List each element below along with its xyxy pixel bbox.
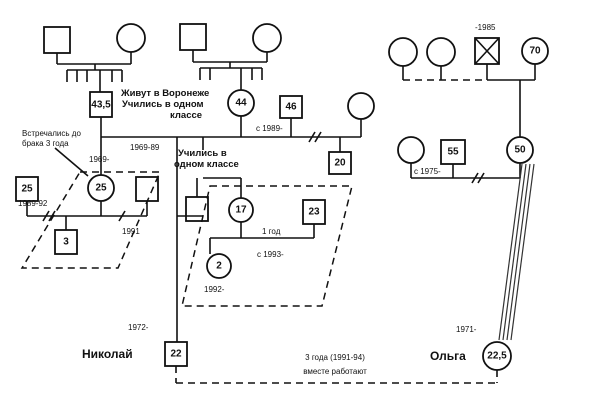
second-husband-age-23: 23	[308, 207, 320, 218]
nikolay-parents: 43,5 44 1969-89 Живут в Воронеже Учились…	[89, 88, 255, 152]
paternal-grandparents-family	[43, 23, 146, 92]
enmeshed-line	[498, 163, 523, 341]
divorce-slash	[477, 172, 485, 184]
divorce-slash	[42, 210, 50, 222]
olga-family: -1985 70 55 50 с 1975-	[388, 23, 549, 341]
child-2-circle	[206, 253, 232, 279]
first-union-group: Встречались до брака 3 года 1969- 25 25 …	[15, 129, 162, 269]
household-boundary-2	[181, 185, 353, 307]
enmeshed-line	[502, 163, 527, 341]
woman-circle	[347, 92, 375, 120]
divorce-slash	[118, 210, 126, 222]
olga-mother-age: 50	[514, 145, 526, 156]
deceased-cross	[474, 37, 500, 65]
first-husband-age: 25	[21, 184, 33, 195]
second-wife-age: 17	[235, 205, 247, 216]
enmeshed-line	[510, 163, 535, 341]
death-year-label: -1985	[475, 23, 496, 32]
olga-age: 22,5	[487, 351, 507, 362]
great-grandmother-circle	[116, 23, 146, 53]
olga-name: Ольга	[430, 349, 466, 363]
household-boundary	[20, 171, 162, 269]
couple: 1972- Николай 22 1971- Ольга 22,5 3 года…	[82, 137, 512, 384]
child-20-square	[328, 151, 352, 175]
divorce-slash	[314, 131, 322, 143]
studied-with-label-2: одном классе	[174, 159, 239, 170]
studied-with-label-1: Учились в	[178, 148, 227, 159]
olga-father-age: 55	[447, 147, 459, 158]
father-age: 43,5	[91, 100, 111, 111]
son-3-age: 3	[63, 237, 69, 248]
first-wife-age: 25	[95, 183, 107, 194]
marriage-dates: 1969-89	[130, 143, 160, 152]
nikolay-name: Николай	[82, 347, 133, 361]
studied-together-label-2: классе	[170, 110, 202, 121]
met-before-label-1: Встречались до	[22, 129, 81, 138]
live-in-voronezh-label: Живут в Воронеже	[120, 88, 209, 99]
olga-birth: 1971-	[456, 325, 477, 334]
child-birth-label: 1992-	[204, 285, 225, 294]
mother-age: 44	[235, 98, 247, 109]
met-before-label-2: брака 3 года	[22, 139, 69, 148]
second-husband-age: 46	[285, 102, 297, 113]
since-1993-label: с 1993-	[257, 250, 284, 259]
child-20-age: 20	[334, 158, 346, 169]
child-2-age: 2	[216, 261, 222, 272]
nikolay-age: 22	[170, 349, 182, 360]
nikolay-birth: 1972-	[128, 323, 149, 332]
divorce-slash	[308, 131, 316, 143]
first-union-dates: 1989-92	[18, 199, 48, 208]
studied-together-label: Учились в одном	[122, 99, 204, 110]
divorce-slash	[48, 210, 56, 222]
maternal-grandparents-family	[179, 23, 282, 90]
great-grandmother-circle-2	[426, 37, 456, 67]
great-grandfather-square	[43, 26, 71, 54]
since-1989-date: с 1989-	[256, 124, 283, 133]
mother-second-union: 46 с 1989- 20	[241, 92, 375, 175]
second-union-group: Учились в одном классе 17 23 1 год с 199…	[174, 137, 353, 307]
first-wife-partner-square	[135, 176, 159, 202]
olga-aunt-circle	[397, 136, 425, 164]
son-3-square	[54, 229, 78, 255]
divorce-slash	[471, 172, 479, 184]
enmeshed-line	[506, 163, 531, 341]
together-work-1: 3 года (1991-94)	[305, 353, 365, 362]
first-wife-since: 1969-	[89, 155, 110, 164]
one-year-label: 1 год	[262, 227, 281, 236]
olga-grandmother-age: 70	[529, 46, 541, 57]
great-grandfather-square	[179, 23, 207, 51]
first-union-end: 1991	[122, 227, 140, 236]
great-grandmother-circle	[388, 37, 418, 67]
olga-parents-since: с 1975-	[414, 167, 441, 176]
together-work-2: вместе работают	[303, 367, 367, 376]
great-grandmother-circle	[252, 23, 282, 53]
